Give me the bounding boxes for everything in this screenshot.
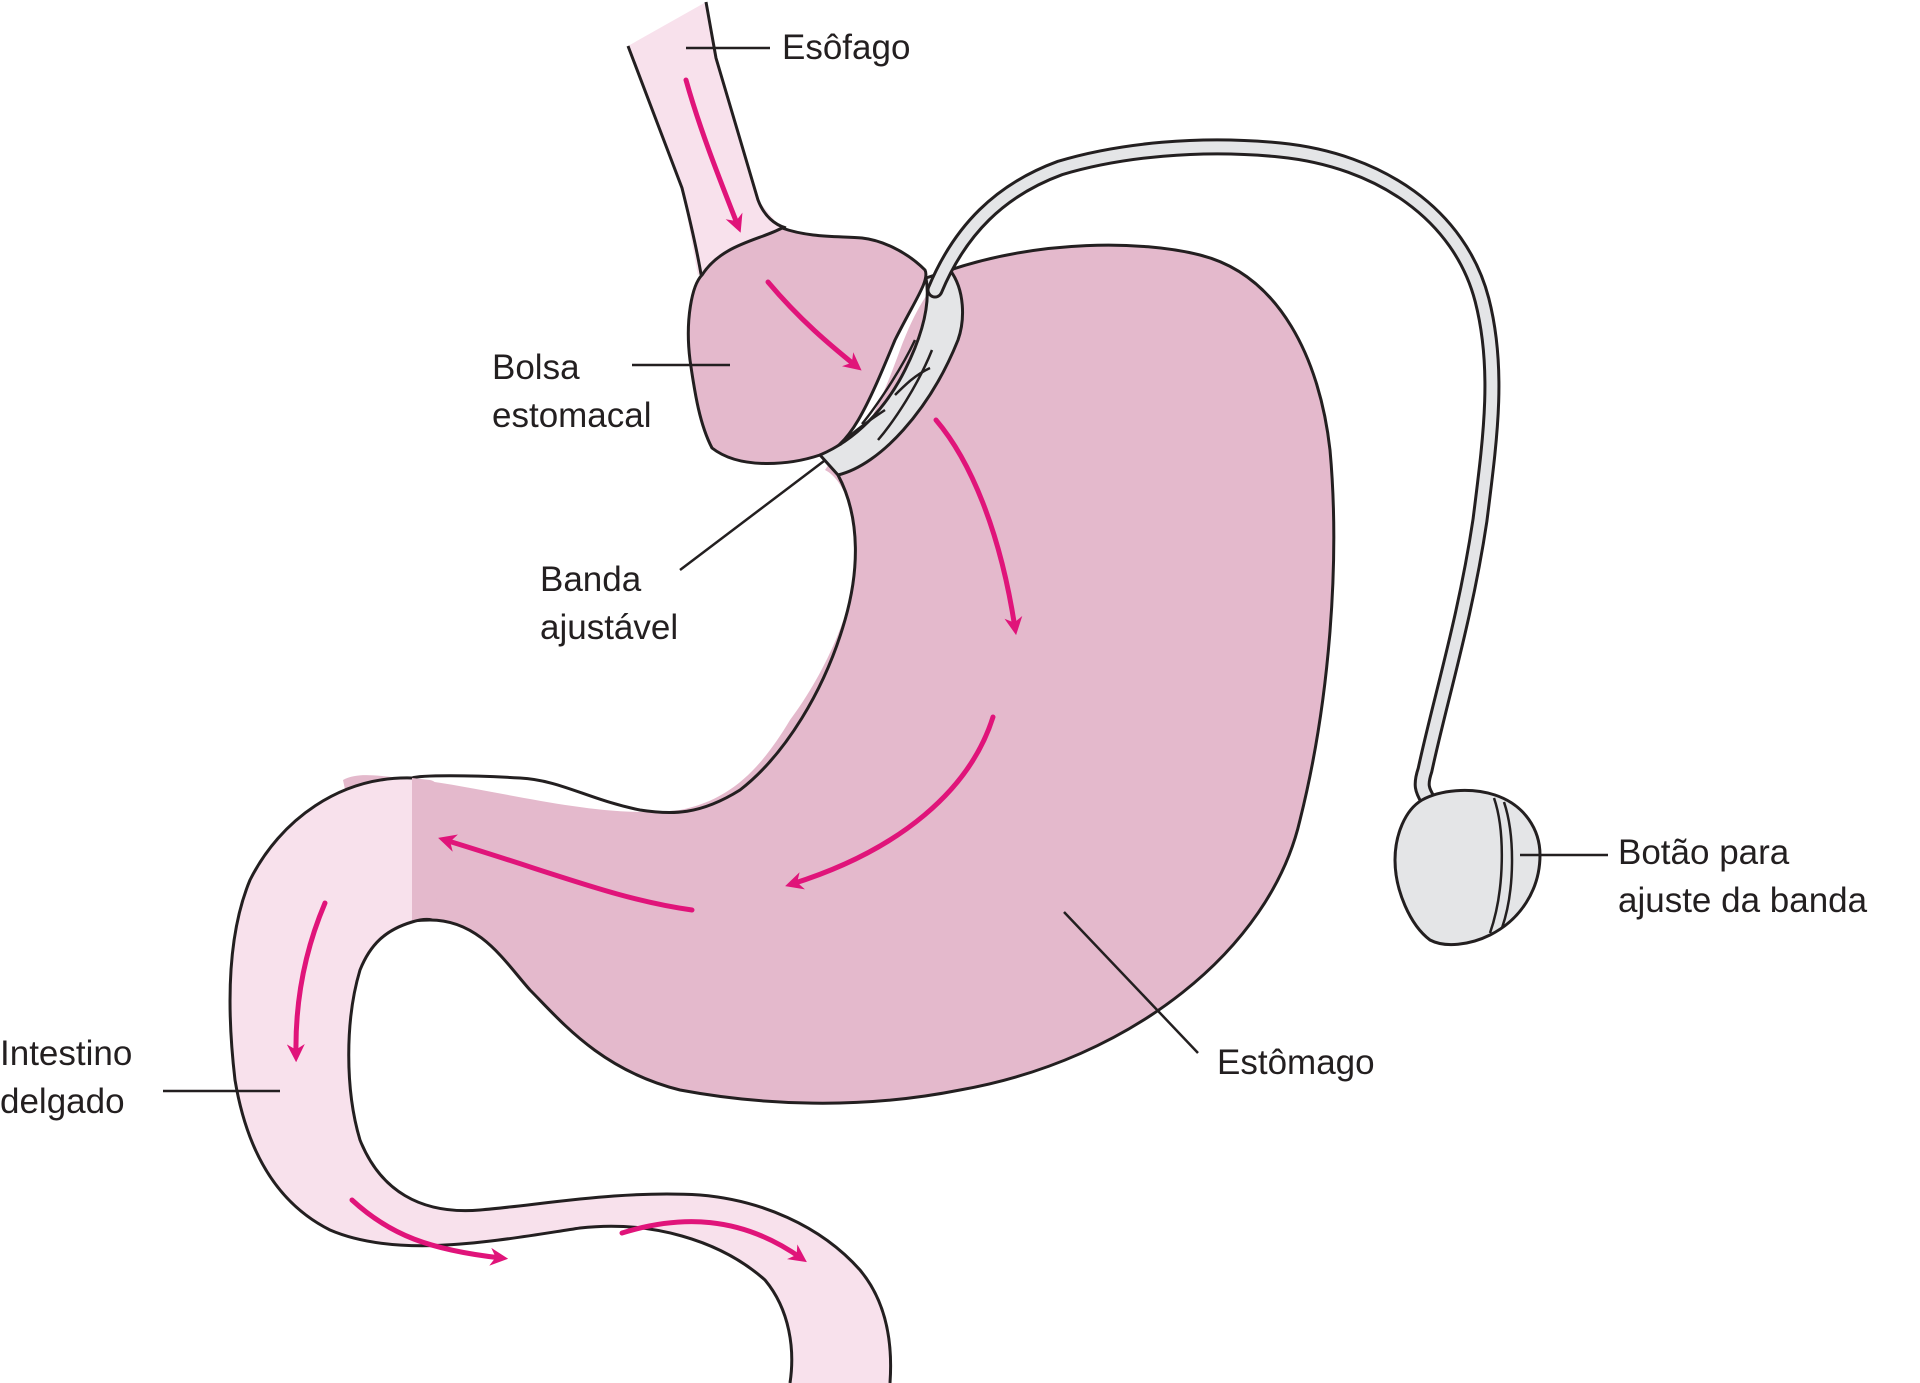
label-bolsa-line-2: estomacal <box>492 396 652 435</box>
label-banda-line-1: Banda <box>540 560 642 599</box>
leader-banda <box>679 460 825 571</box>
label-intestino-delgado: Intestino delgado <box>0 1030 132 1126</box>
flow-arrow-intestine-right-2 <box>619 1219 807 1263</box>
adjustment-port <box>1393 789 1542 946</box>
intestine-stomach-shade <box>412 778 447 922</box>
small-intestine-outer-outline <box>228 776 794 1383</box>
label-banda-line-2: ajustável <box>540 608 679 647</box>
label-bolsa-estomacal: Bolsa estomacal <box>492 344 652 440</box>
label-estomago: Estômago <box>1217 1039 1375 1087</box>
label-intestino-line-2: delgado <box>0 1082 125 1121</box>
label-esofago: Esôfago <box>782 24 910 72</box>
flow-arrow-stomach-middle <box>785 714 996 890</box>
stomach-outline <box>374 243 1336 1105</box>
flow-arrow-esophagus <box>683 77 743 233</box>
stomach-lesser-curve-outline <box>411 474 857 815</box>
flow-arrow-stomach-lower <box>438 834 695 913</box>
label-bolsa-line-1: Bolsa <box>492 348 580 387</box>
flow-arrow-intestine-right-1 <box>349 1197 509 1266</box>
leader-lines <box>163 46 1608 1093</box>
label-botao-line-1: Botão para <box>1618 833 1790 872</box>
label-botao-ajuste: Botão para ajuste da banda <box>1618 829 1867 925</box>
flow-arrow-stomach-upper <box>933 417 1023 636</box>
small-intestine-inner-outline <box>347 917 893 1383</box>
label-botao-line-2: ajuste da banda <box>1618 881 1868 920</box>
label-banda-ajustavel: Banda ajustável <box>540 556 678 652</box>
food-flow-arrows <box>286 77 1023 1266</box>
band-tubing-inner <box>929 141 1498 806</box>
label-intestino-line-1: Intestino <box>0 1034 133 1073</box>
label-estomago-text: Estômago <box>1217 1043 1375 1082</box>
esophagus-outline-left <box>626 45 704 281</box>
flow-arrow-pouch <box>765 279 862 371</box>
leader-estomago <box>1063 911 1199 1054</box>
flow-arrow-intestine-down <box>286 900 328 1063</box>
label-esofago-text: Esôfago <box>782 28 911 67</box>
